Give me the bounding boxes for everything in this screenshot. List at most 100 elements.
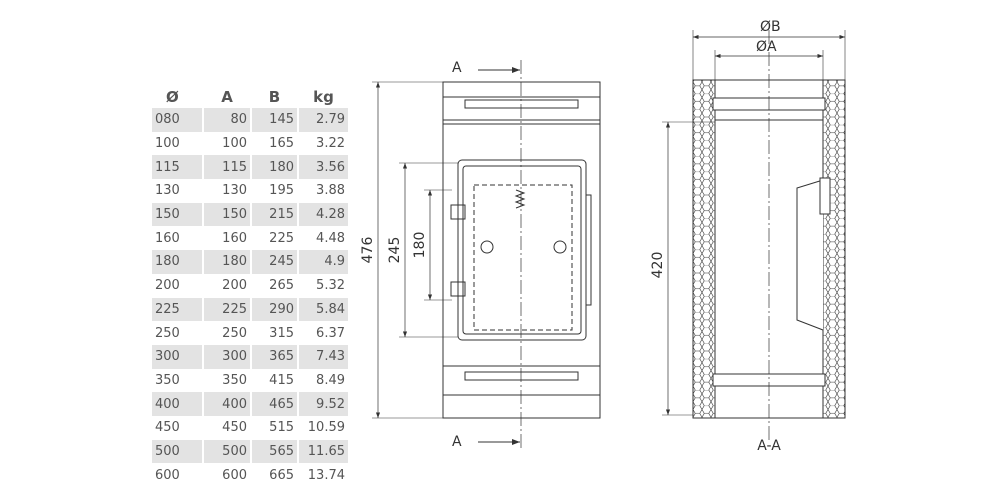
cell-diameter: 150	[152, 202, 202, 227]
section-label-top: A	[452, 60, 462, 76]
header-kg: kg	[313, 88, 334, 106]
cell-diameter: 160	[155, 230, 180, 246]
cell-diameter: 225	[152, 297, 202, 322]
header-a: A	[221, 88, 233, 106]
table-row: 130 130 195 3.88	[152, 179, 348, 203]
cell-b: 365	[252, 344, 297, 369]
dim-outer-diameter: ØB	[760, 19, 781, 35]
cell-diameter: 600	[155, 467, 180, 483]
cell-diameter: 115	[152, 155, 202, 180]
dim-door-height: 245	[387, 237, 403, 264]
cell-diameter: 130	[155, 183, 180, 199]
table-row: 160 160 225 4.48	[152, 226, 348, 250]
cell-a: 350	[222, 372, 247, 388]
table-row: 250 250 315 6.37	[152, 321, 348, 345]
pipe-outline	[442, 81, 601, 419]
cell-diameter: 200	[155, 278, 180, 294]
cell-diameter: 450	[155, 420, 180, 436]
cell-kg: 5.32	[316, 278, 345, 294]
cell-kg: 3.22	[316, 136, 345, 152]
cell-kg: 4.48	[316, 230, 345, 246]
cell-a: 600	[222, 467, 247, 483]
cell-kg: 7.43	[299, 344, 348, 369]
cell-b: 180	[252, 155, 297, 180]
door-inner	[473, 184, 573, 331]
cell-a: 300	[204, 344, 250, 369]
cell-a: 450	[222, 420, 247, 436]
cell-b: 515	[269, 420, 294, 436]
cell-kg: 4.9	[299, 250, 348, 274]
insulation-left	[692, 79, 716, 419]
table-row: 450 450 515 10.59	[152, 416, 348, 440]
cell-a: 200	[222, 278, 247, 294]
cell-kg: 6.37	[316, 325, 345, 341]
header-b: B	[268, 88, 281, 106]
cell-a: 160	[222, 230, 247, 246]
door-frame	[457, 159, 587, 341]
table-row: 350 350 415 8.49	[152, 369, 348, 393]
cell-diameter: 350	[155, 372, 180, 388]
cell-a: 400	[204, 392, 250, 416]
section-view	[662, 30, 846, 440]
hinge-icon	[450, 204, 466, 220]
cell-b: 165	[269, 136, 294, 152]
cell-b: 565	[252, 439, 297, 464]
table-row: 100 100 165 3.22	[152, 132, 348, 156]
cell-diameter: 250	[155, 325, 180, 341]
cell-diameter: 400	[152, 392, 202, 416]
cell-kg: 8.49	[316, 372, 345, 388]
cell-b: 195	[269, 183, 294, 199]
cell-a: 180	[204, 250, 250, 274]
header-diameter: Ø	[166, 88, 179, 106]
section-label-bottom: A	[452, 434, 462, 450]
cell-diameter: 180	[152, 250, 202, 274]
cell-kg: 4.28	[299, 202, 348, 227]
cell-a: 130	[222, 183, 247, 199]
cell-b: 265	[269, 278, 294, 294]
cell-kg: 3.88	[316, 183, 345, 199]
cell-b: 290	[252, 297, 297, 322]
dim-inner-height: 180	[412, 232, 428, 259]
table-header: Ø A B kg	[152, 86, 348, 108]
table-row: 200 200 265 5.32	[152, 274, 348, 298]
cell-diameter: 080	[152, 108, 202, 132]
cell-a: 100	[222, 136, 247, 152]
cell-kg: 9.52	[299, 392, 348, 416]
cell-b: 245	[252, 250, 297, 274]
cell-b: 665	[269, 467, 294, 483]
cell-diameter: 100	[155, 136, 180, 152]
cell-kg: 5.84	[299, 297, 348, 322]
hinge-icon	[450, 281, 466, 297]
cell-diameter: 300	[152, 344, 202, 369]
cell-b: 315	[269, 325, 294, 341]
cell-b: 415	[269, 372, 294, 388]
cell-b: 225	[269, 230, 294, 246]
cell-kg: 3.56	[299, 155, 348, 180]
cell-diameter: 500	[152, 439, 202, 464]
cell-a: 225	[204, 297, 250, 322]
cell-kg: 13.74	[307, 467, 345, 483]
cell-a: 80	[204, 108, 250, 132]
table-row: 600 600 665 13.74	[152, 463, 348, 487]
dim-inner-diameter: ØA	[756, 39, 777, 55]
cell-a: 115	[204, 155, 250, 180]
cell-a: 250	[222, 325, 247, 341]
cell-b: 465	[252, 392, 297, 416]
front-view	[372, 60, 601, 450]
cell-a: 500	[204, 439, 250, 464]
dim-section-height: 420	[650, 252, 666, 279]
section-label: A-A	[757, 438, 781, 454]
cell-b: 145	[252, 108, 297, 132]
cell-kg: 10.59	[307, 420, 345, 436]
spring-icon	[514, 189, 526, 209]
